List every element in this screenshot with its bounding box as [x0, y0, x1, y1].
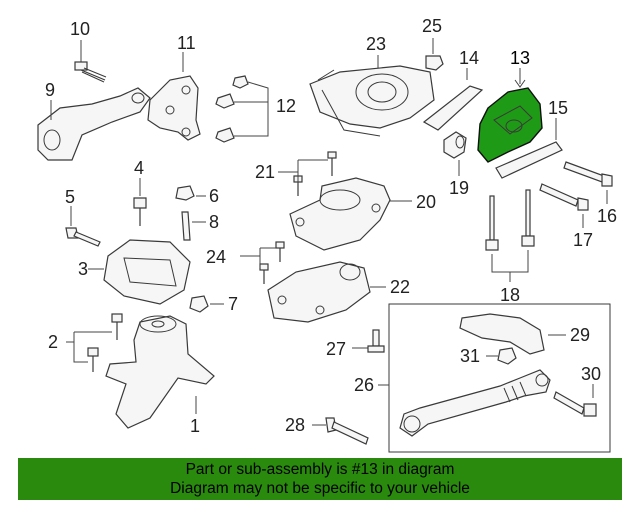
callout-2: 2	[48, 332, 58, 352]
callout-14: 14	[459, 48, 479, 68]
callout-16: 16	[597, 206, 617, 226]
part-6-nut	[175, 185, 206, 201]
part-12-fasteners	[215, 75, 269, 143]
part-4-bolt	[133, 178, 147, 226]
callout-29: 29	[570, 325, 590, 345]
part-15-bar	[495, 118, 563, 179]
callout-23: 23	[366, 34, 386, 54]
part-2-bolts	[66, 313, 123, 372]
callout-13: 13	[510, 48, 530, 68]
part-10-bolt	[74, 40, 107, 83]
callout-19: 19	[449, 178, 469, 198]
part-11-bracket	[147, 52, 201, 141]
part-21-bolts	[278, 151, 337, 196]
callout-4: 4	[134, 158, 144, 178]
callout-9: 9	[45, 80, 55, 100]
callout-7: 7	[228, 294, 238, 314]
callout-1: 1	[190, 416, 200, 436]
callout-21: 21	[255, 162, 275, 182]
part-16-bolt	[563, 161, 613, 204]
part-28-bolt	[312, 417, 369, 445]
callout-3: 3	[78, 259, 88, 279]
part-info-banner: Part or sub-assembly is #13 in diagram D…	[18, 458, 622, 500]
callout-24: 24	[206, 247, 226, 267]
callout-28: 28	[285, 415, 305, 435]
part-25-nut	[425, 38, 444, 71]
part-22-mount	[267, 261, 386, 323]
callout-26: 26	[354, 375, 374, 395]
callout-22: 22	[390, 277, 410, 297]
callout-31: 31	[460, 346, 480, 366]
callout-8: 8	[209, 212, 219, 232]
part-1-engine-mount	[105, 315, 215, 429]
part-20-mount	[289, 177, 412, 251]
callout-15: 15	[548, 98, 568, 118]
part-27-bolt	[352, 329, 385, 353]
callout-10: 10	[70, 19, 90, 39]
part-24-bolts	[240, 241, 285, 284]
part-18-studs	[485, 189, 535, 282]
callout-20: 20	[416, 192, 436, 212]
part-23-mount	[309, 55, 435, 137]
part-7-nut	[189, 295, 224, 313]
part-14-link	[422, 68, 484, 131]
callout-25: 25	[422, 16, 442, 36]
callout-12: 12	[276, 96, 296, 116]
callout-30: 30	[581, 364, 601, 384]
callout-5: 5	[65, 187, 75, 207]
part-26-assembly-box	[378, 303, 611, 453]
part-9-torque-rod	[37, 87, 151, 161]
callout-11: 11	[177, 33, 196, 53]
parts-diagram: 10 9 11 12 23 25 14 13 15 19 16 17 18 21…	[37, 16, 617, 453]
banner-line-1: Part or sub-assembly is #13 in diagram	[185, 461, 455, 478]
callout-17: 17	[573, 230, 593, 250]
part-8-pin	[181, 211, 206, 241]
part-19-bushing	[443, 131, 467, 176]
part-5-bolt	[65, 206, 101, 247]
banner-line-2: Diagram may not be specific to your vehi…	[170, 480, 470, 497]
part-3-bracket	[88, 239, 191, 305]
callout-6: 6	[209, 186, 219, 206]
part-17-bolt	[539, 183, 589, 228]
callout-27: 27	[326, 339, 346, 359]
callout-18: 18	[500, 285, 520, 305]
part-13-highlighted-mount	[477, 68, 543, 163]
